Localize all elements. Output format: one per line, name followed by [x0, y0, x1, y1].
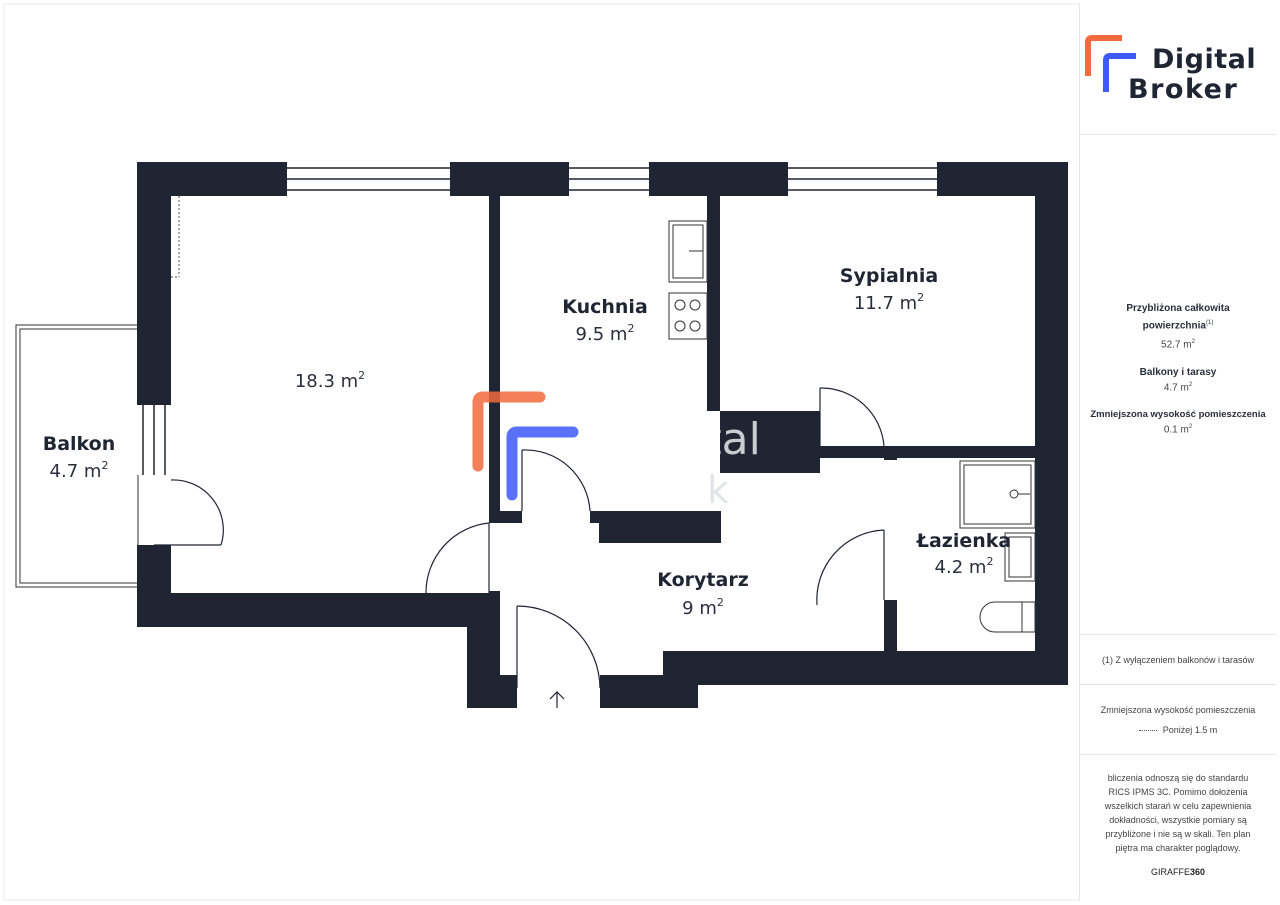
- bathroom-fixtures: [959, 460, 1036, 633]
- dotted-line-icon: [1138, 730, 1157, 732]
- page-frame: [3, 3, 1080, 901]
- shower-icon: [959, 460, 1036, 529]
- logo: Digital Broker: [1080, 4, 1276, 134]
- area-summary: Przybliżona całkowita powierzchnia(1) 52…: [1080, 134, 1276, 635]
- room-label-bathroom-area: 4.2 m2: [935, 555, 994, 578]
- balcony-outline: [15, 324, 139, 588]
- footnote: (1) Z wyłączeniem balkonów i tarasów: [1080, 634, 1276, 685]
- washbasin-icon: [1004, 532, 1036, 582]
- disclaimer-line: przybliżone i nie są w skali. Ten plan: [1105, 829, 1251, 839]
- entrance-arrow-icon: [549, 691, 565, 708]
- disclaimer-line: bliczenia odnoszą się do standardu: [1107, 773, 1249, 783]
- doors: [154, 387, 885, 689]
- logo-line-2: Broker: [1128, 74, 1239, 105]
- toilet-icon: [979, 601, 1036, 633]
- room-label-balcony-area: 4.7 m2: [50, 459, 109, 482]
- sink-icon: [668, 220, 708, 283]
- walls: [137, 162, 1068, 708]
- room-label-living-area: 18.3 m2: [295, 369, 365, 392]
- room-label-balcony-name: Balkon: [43, 433, 116, 455]
- legend-item: Poniżej 1.5 m: [1080, 723, 1276, 737]
- logo-line-1: Digital: [1152, 44, 1257, 75]
- balcony-area-label: Balkony i tarasy: [1139, 366, 1217, 378]
- info-sidebar: Digital Broker Przybliżona całkowita pow…: [1079, 4, 1276, 900]
- legend: Zmniejszona wysokość pomieszczenia Poniż…: [1080, 684, 1276, 755]
- room-label-bedroom-area: 11.7 m2: [854, 291, 924, 314]
- disclaimer-line: RICS IPMS 3C. Pomimo dołożenia: [1108, 787, 1248, 797]
- watermark-logo: igital k: [472, 391, 761, 512]
- total-area-label: Przybliżona całkowita powierzchnia(1): [1126, 303, 1230, 332]
- legend-title: Zmniejszona wysokość pomieszczenia: [1100, 705, 1256, 715]
- room-label-kitchen-name: Kuchnia: [562, 296, 648, 318]
- room-label-bedroom-name: Sypialnia: [840, 265, 938, 287]
- disclaimer-line: piętra ma charakter poglądowy.: [1115, 843, 1241, 853]
- room-label-kitchen-area: 9.5 m2: [576, 322, 635, 345]
- room-label-bathroom-name: Łazienka: [916, 530, 1011, 552]
- giraffe360-brand: GIRAFFE360: [1150, 867, 1206, 877]
- logo-mark-icon: [1085, 35, 1136, 92]
- windows: [137, 162, 937, 475]
- room-labels: 18.3 m2 Kuchnia 9.5 m2 Sypialnia 11.7 m2…: [43, 265, 1012, 619]
- room-label-corridor-area: 9 m2: [682, 596, 724, 619]
- disclaimer-line: wszelkich starań w celu zapewnienia: [1104, 801, 1252, 811]
- balcony-area-value: 4.7 m2: [1163, 381, 1193, 393]
- kitchen-fixtures: [668, 220, 708, 340]
- floor-plan: igital k 18.3 m2 Kuchnia 9.5 m2 Sypialni…: [3, 3, 1080, 901]
- room-label-corridor-name: Korytarz: [657, 569, 749, 591]
- stove-icon: [668, 292, 708, 340]
- disclaimer-line: dokładności, wszystkie pomiary są: [1109, 815, 1247, 825]
- reduced-height-value: 0.1 m2: [1163, 423, 1193, 436]
- watermark-text-2: k: [707, 468, 729, 512]
- total-area-value: 52.7 m2: [1161, 339, 1195, 351]
- watermark-text: igital: [652, 414, 761, 465]
- reduced-height-label: Zmniejszona wysokość pomieszczenia: [1090, 408, 1266, 420]
